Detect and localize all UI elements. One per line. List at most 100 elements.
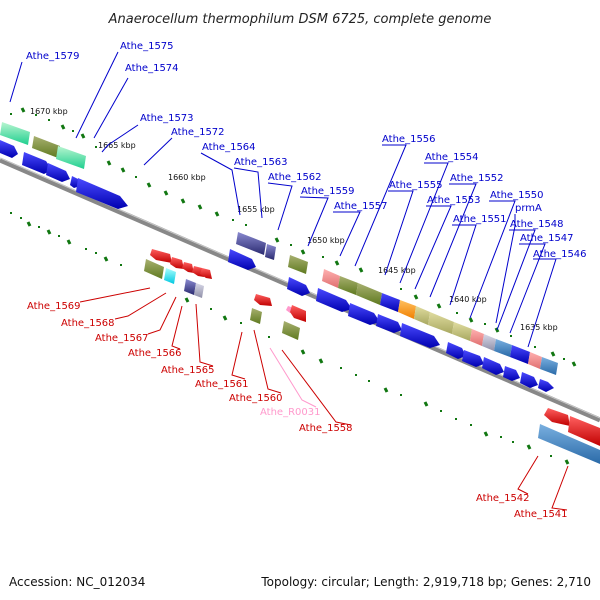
gene-block[interactable] [414,306,430,325]
gene-block[interactable] [0,122,30,145]
top-ticks [20,107,577,367]
forward-feature-blocks [0,122,558,375]
gene-arrow[interactable] [228,249,256,270]
gene-arrow[interactable] [316,288,352,312]
gene-label[interactable]: Athe_1560 [229,393,283,404]
gene-block[interactable] [482,334,496,351]
gene-block[interactable] [538,424,600,464]
gene-label[interactable]: Athe_1541 [514,509,568,520]
gene-block[interactable] [184,279,196,295]
gene-label[interactable]: Athe_1554 [425,152,479,163]
gene-block[interactable] [194,283,204,298]
gene-label[interactable]: Athe_1555 [389,180,443,191]
gene-block[interactable] [32,136,60,158]
gene-label[interactable]: Athe_1567 [95,333,149,344]
gene-arrow[interactable] [520,372,538,388]
gene-arrow[interactable] [290,305,306,322]
gene-arrow[interactable] [0,140,18,158]
gene-label[interactable]: Athe_1572 [171,127,225,138]
gene-block[interactable] [164,268,176,284]
gene-label[interactable]: Athe_1551 [453,214,507,225]
kbp-label: 1655 kbp [237,205,275,214]
bottom-dots [10,212,552,457]
gene-block[interactable] [452,322,472,341]
gene-block[interactable] [540,357,558,375]
gene-label[interactable]: Athe_R0031 [260,407,320,418]
top-leader-lines [9,51,557,348]
gene-label[interactable]: Athe_1575 [120,41,174,52]
gene-arrow[interactable] [182,262,194,273]
gene-arrow[interactable] [446,342,466,359]
top-gene-labels: Athe_1579 Athe_1575 Athe_1574 Athe_1573 … [26,41,587,260]
gene-arrow[interactable] [503,366,520,381]
gene-arrow[interactable] [170,257,184,269]
gene-block[interactable] [338,276,358,295]
gene-label[interactable]: Athe_1564 [202,142,256,153]
gene-label[interactable]: Athe_1568 [61,318,115,329]
reverse-feature-blocks [144,259,600,464]
gene-label[interactable]: Athe_1566 [128,348,182,359]
gene-block[interactable] [398,300,416,319]
gene-arrow[interactable] [400,323,440,348]
gene-block[interactable] [322,269,340,288]
kbp-label: 1640 kbp [449,295,487,304]
bottom-gene-labels: Athe_1569 Athe_1568 Athe_1567 Athe_1566 … [27,301,568,520]
gene-arrow[interactable] [538,379,554,392]
gene-block[interactable] [470,329,484,346]
gene-block[interactable] [288,255,308,274]
bottom-ticks [26,221,570,465]
gene-block[interactable] [144,259,164,279]
gene-label[interactable]: Athe_1548 [510,219,564,230]
gene-arrow[interactable] [200,268,212,279]
gene-arrow[interactable] [76,178,128,209]
gene-block[interactable] [265,244,276,260]
gene-arrow[interactable] [287,277,310,296]
gene-arrow[interactable] [568,416,600,446]
gene-label[interactable]: Athe_1557 [334,201,388,212]
gene-label[interactable]: Athe_1569 [27,301,81,312]
kbp-label: 1645 kbp [378,266,416,275]
gene-label[interactable]: Athe_1547 [520,233,574,244]
gene-arrow[interactable] [544,408,570,426]
gene-label[interactable]: Athe_1552 [450,173,504,184]
gene-arrow[interactable] [348,303,380,325]
gene-arrow[interactable] [376,314,402,333]
gene-block[interactable] [380,293,400,312]
gene-label[interactable]: Athe_1565 [161,365,215,376]
gene-arrow[interactable] [482,357,504,375]
gene-label[interactable]: Athe_1553 [427,195,481,206]
gene-block[interactable] [528,352,542,369]
gene-label[interactable]: Athe_1550 [490,190,544,201]
gene-label[interactable]: Athe_1546 [533,249,587,260]
gene-block[interactable] [282,321,300,340]
gene-label[interactable]: Athe_1558 [299,423,353,434]
gene-arrow[interactable] [46,163,70,182]
gene-arrow[interactable] [254,294,272,306]
map-title: Anaerocellum thermophilum DSM 6725, comp… [108,12,492,27]
gene-block[interactable] [356,283,382,305]
gene-block[interactable] [494,339,512,357]
gene-block[interactable] [428,312,454,334]
gene-label[interactable]: Athe_1561 [195,379,249,390]
gene-block[interactable] [250,308,262,324]
gene-block[interactable] [510,345,530,364]
top-dots [10,113,565,360]
gene-label[interactable]: Athe_1542 [476,493,530,504]
kbp-label: 1670 kbp [30,107,68,116]
gene-arrow[interactable] [462,350,484,367]
gene-label[interactable]: Athe_1563 [234,157,288,168]
gene-label[interactable]: Athe_1574 [125,63,179,74]
gene-label[interactable]: Athe_1559 [301,186,355,197]
gene-block[interactable] [236,232,266,255]
gene-arrow[interactable] [22,152,52,174]
gene-label[interactable]: Athe_1579 [26,51,80,62]
kbp-label: 1650 kbp [307,236,345,245]
gene-label[interactable]: prmA [515,203,542,214]
gene-label[interactable]: Athe_1573 [140,113,194,124]
gene-block[interactable] [56,146,86,169]
reverse-gene-arrows [150,249,600,446]
gene-label[interactable]: Athe_1556 [382,134,436,145]
gene-arrow[interactable] [150,249,172,263]
gene-label[interactable]: Athe_1562 [268,172,322,183]
